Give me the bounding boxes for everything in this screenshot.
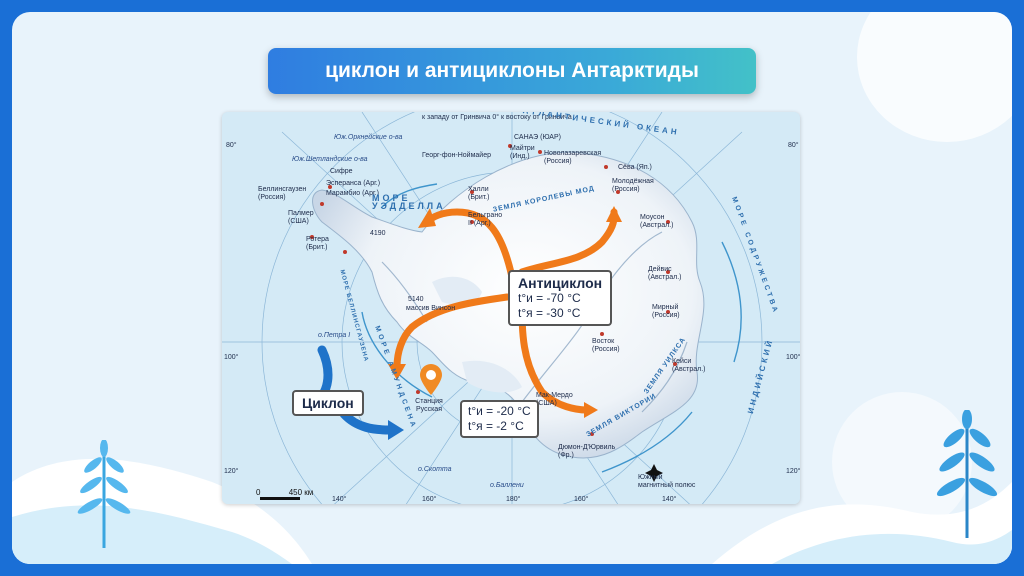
label-belgrano: Бельграно II (Арг.)	[468, 212, 503, 227]
cyclone-label: Циклон	[292, 390, 364, 416]
label-weddell-sea: МОРЕ УЭДДЕЛЛА	[372, 193, 446, 211]
top-caption: к западу от Гринвича 0° к востоку от Гри…	[422, 114, 572, 121]
label-georg: Георг-фон-Ноймайер	[422, 152, 491, 159]
label-sanae: САНАЭ (ЮАР)	[514, 134, 561, 141]
deg-e100: 100°	[786, 354, 800, 361]
label-elev-5140: 5140	[408, 296, 424, 303]
magnetic-pole-marker	[645, 464, 663, 482]
label-casey: Кейси (Австрал.)	[672, 358, 706, 373]
label-bellingshausen: Беллинсгаузен (Россия)	[258, 186, 307, 201]
plant-left-decor	[77, 440, 131, 548]
scale-end: 450 км	[288, 488, 314, 497]
label-peter: о.Петра I	[318, 332, 351, 339]
scale-bar: 0 450 км	[256, 488, 313, 497]
label-davis: Дейвис (Австрал.)	[648, 266, 682, 281]
deg-e120: 120°	[786, 468, 800, 475]
label-esperanza: Эсперанса (Арг.)	[326, 180, 381, 187]
anticyclone-heading: Антициклон	[518, 275, 603, 291]
label-s-orkney: Юж.Оркнейские о-ва	[334, 134, 403, 141]
anticyclone-winter-temp: t°и = -70 °С	[518, 291, 581, 305]
magnetic-pole-label: Южный магнитный полюс	[638, 474, 696, 489]
label-balleny: о.Баллени	[490, 482, 524, 489]
deg-e160: 160°	[574, 496, 589, 503]
label-syowa: Сёва (Яп.)	[618, 164, 652, 171]
label-elev-4190: 4190	[370, 230, 386, 237]
label-novolazarevskaya: Новолазаревская (Россия)	[544, 150, 602, 165]
label-vostok: Восток (Россия)	[592, 338, 620, 353]
station-name-label: Станция Русская	[415, 398, 443, 413]
label-mirny: Мирный (Россия)	[652, 304, 680, 319]
station-temp-box: t°и = -20 °С t°я = -2 °С	[460, 400, 539, 438]
label-scott: о.Скотта	[418, 466, 452, 473]
deg-180: 180°	[506, 496, 521, 503]
station-winter-temp: t°и = -20 °С	[468, 404, 531, 418]
label-palmer: Палмер (США)	[288, 210, 314, 225]
deg-w80: 80°	[226, 142, 237, 149]
label-marambio: Марамбио (Арг.)	[326, 190, 379, 197]
deg-w140: 140°	[332, 496, 347, 503]
label-mcmurdo: Мак-Мердо (США)	[536, 392, 573, 407]
antarctica-map: к западу от Гринвича 0° к востоку от Гри…	[222, 112, 800, 504]
station-summer-temp: t°я = -2 °С	[468, 419, 524, 433]
label-dumont: Дюмон-Д'Юрвиль (Фр.)	[558, 444, 616, 459]
deg-e140: 140°	[662, 496, 677, 503]
deg-w100: 100°	[224, 354, 239, 361]
label-mawson: Моусон (Австрал.)	[640, 214, 674, 229]
label-rothera: Ротера (Брит.)	[306, 236, 329, 251]
anticyclone-box: Антициклон t°и = -70 °С t°я = -30 °С	[508, 270, 613, 326]
label-halley: Халли (Брит.)	[468, 186, 490, 201]
deg-w160: 160°	[422, 496, 437, 503]
label-molodezhnaya: Молодёжная (Россия)	[612, 178, 654, 193]
deg-w120: 120°	[224, 468, 239, 475]
deg-e80: 80°	[788, 142, 799, 149]
decor-waves	[12, 458, 1012, 564]
anticyclone-summer-temp: t°я = -30 °С	[518, 306, 581, 320]
station-pin-icon	[420, 364, 442, 395]
label-maitri: Майтри (Инд.)	[510, 145, 535, 160]
scale-start: 0	[256, 488, 261, 497]
plant-right-decor	[936, 410, 998, 538]
label-vinson: массив Винсон	[406, 305, 456, 312]
label-sifre: Сифре	[330, 168, 353, 175]
label-s-shetland: Юж.Шетландские о-ва	[292, 156, 368, 163]
slide-title: циклон и антициклоны Антарктиды	[268, 48, 756, 94]
